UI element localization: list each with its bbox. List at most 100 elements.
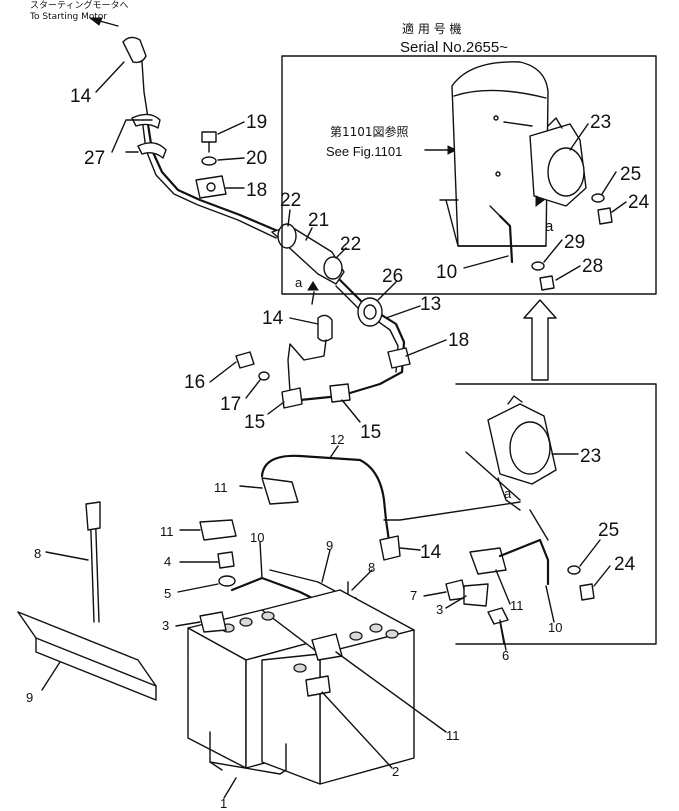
leader-9-bracket — [41, 661, 61, 691]
relay-23-top-bracket — [547, 117, 563, 129]
relay-leader — [465, 451, 521, 501]
cable-10-right-2 — [529, 509, 549, 541]
relay-mid-wire — [497, 477, 521, 511]
leader-18-mid — [405, 339, 447, 357]
pillar-cap-line — [453, 89, 547, 99]
leader-22-left — [287, 209, 291, 227]
callout-23-top: 23 — [590, 112, 611, 133]
bolt-19 — [201, 131, 217, 143]
callout-24-top: 24 — [628, 192, 650, 213]
cell-cap-6 — [369, 623, 383, 633]
battery-bracket-bottom — [209, 761, 287, 775]
leader-lines — [41, 61, 627, 799]
callout-21: 21 — [308, 210, 329, 231]
up-arrow-outline — [523, 299, 557, 381]
leader-22-right — [335, 247, 347, 259]
cable-12 — [260, 454, 392, 550]
leader-5 — [177, 583, 219, 593]
leader-14-mid — [289, 317, 319, 325]
callout-5: 5 — [164, 586, 171, 601]
clamp-3-left — [199, 611, 227, 633]
leader-14-top — [95, 61, 125, 93]
callouts: 14 27 19 20 18 22 21 22 26 13 14 18 16 1… — [26, 86, 650, 811]
leader-10-top — [463, 255, 509, 269]
callout-15-left: 15 — [244, 412, 265, 433]
leader-29 — [543, 239, 563, 263]
leader-14-lower — [399, 547, 421, 551]
cable-10-inset — [498, 214, 514, 264]
callout-25-mid: 25 — [598, 520, 619, 541]
leader-17 — [245, 379, 261, 399]
washer-20 — [201, 156, 217, 166]
starting-motor-arrowhead — [88, 17, 103, 26]
leader-24-mid — [593, 565, 611, 587]
cell-cap-4 — [293, 663, 307, 673]
pillar-base — [445, 199, 547, 247]
washer-25-top — [591, 193, 605, 203]
leader-25-top — [601, 171, 617, 195]
callout-22-left: 22 — [280, 190, 301, 211]
clip-15-left — [281, 387, 303, 409]
batteries — [187, 589, 415, 785]
grommet-26-inner — [363, 304, 377, 320]
leader-25-mid — [579, 539, 601, 567]
relay-wire-top — [503, 121, 533, 127]
see-fig-jp: 第1101図参照 — [330, 124, 409, 139]
hold-down-parts — [17, 501, 157, 701]
relay-inset-frame — [455, 383, 657, 645]
callout-18-mid: 18 — [448, 330, 469, 351]
starting-motor-note-en: To Starting Motor — [29, 12, 107, 22]
serial-note-en: Serial No.2655~ — [400, 39, 508, 56]
callout-6: 6 — [502, 648, 509, 663]
callout-20: 20 — [246, 148, 267, 169]
washer-5 — [218, 575, 236, 587]
callout-3-left: 3 — [162, 618, 169, 633]
detail-a-label-low: a — [504, 486, 512, 501]
callout-3-right: 3 — [436, 602, 443, 617]
bolt-28 — [539, 275, 555, 291]
detail-a-label-mid: a — [295, 275, 303, 290]
callout-27: 27 — [84, 148, 105, 169]
arrow-a-head — [307, 281, 319, 291]
leader-7 — [423, 591, 447, 597]
terminal-cap-mid — [317, 314, 333, 342]
callout-8-right: 8 — [368, 560, 375, 575]
relay-23-mid-bracket — [507, 395, 523, 405]
inset-frame — [281, 55, 657, 295]
starter-pillar — [451, 61, 549, 247]
callout-15-right: 15 — [360, 422, 381, 443]
callout-10-right: 10 — [548, 620, 562, 635]
callout-9-cable: 9 — [326, 538, 333, 553]
leader-19 — [217, 121, 245, 135]
bolt-16 — [235, 351, 255, 369]
band-22-right — [323, 256, 343, 280]
callout-10-top: 10 — [436, 262, 457, 283]
leader-11-c — [495, 569, 511, 605]
leader-15-left — [267, 401, 285, 415]
callout-10-lower: 10 — [250, 530, 264, 545]
serial-note-jp: 適 用 号 機 — [402, 21, 461, 36]
pillar-hole-2 — [495, 171, 501, 177]
clamp-2 — [305, 675, 331, 697]
callout-14-top: 14 — [70, 86, 92, 107]
callout-14-lower: 14 — [420, 542, 442, 563]
serial-inset: 適 用 号 機 Serial No.2655~ 第1101図参照 See Fig… — [281, 21, 657, 295]
callout-11-bottom: 11 — [446, 728, 460, 743]
callout-28: 28 — [582, 256, 603, 277]
leader-1 — [223, 777, 237, 799]
leader-8-right — [351, 569, 373, 591]
clamp-18-top-hole — [206, 182, 216, 192]
clamp-18-mid — [387, 347, 411, 369]
relay-23-top-face — [547, 147, 585, 197]
connector-11-b — [199, 519, 237, 541]
leader-3-right — [445, 595, 467, 609]
callout-29: 29 — [564, 232, 585, 253]
callout-23-mid: 23 — [580, 446, 601, 467]
callout-13: 13 — [420, 294, 441, 315]
callout-4: 4 — [164, 554, 171, 569]
washer-29 — [531, 261, 545, 271]
washer-25-mid — [567, 565, 581, 575]
connector-11-a — [261, 477, 299, 505]
callout-7: 7 — [410, 588, 417, 603]
detail-a-arrow-top — [535, 195, 545, 207]
